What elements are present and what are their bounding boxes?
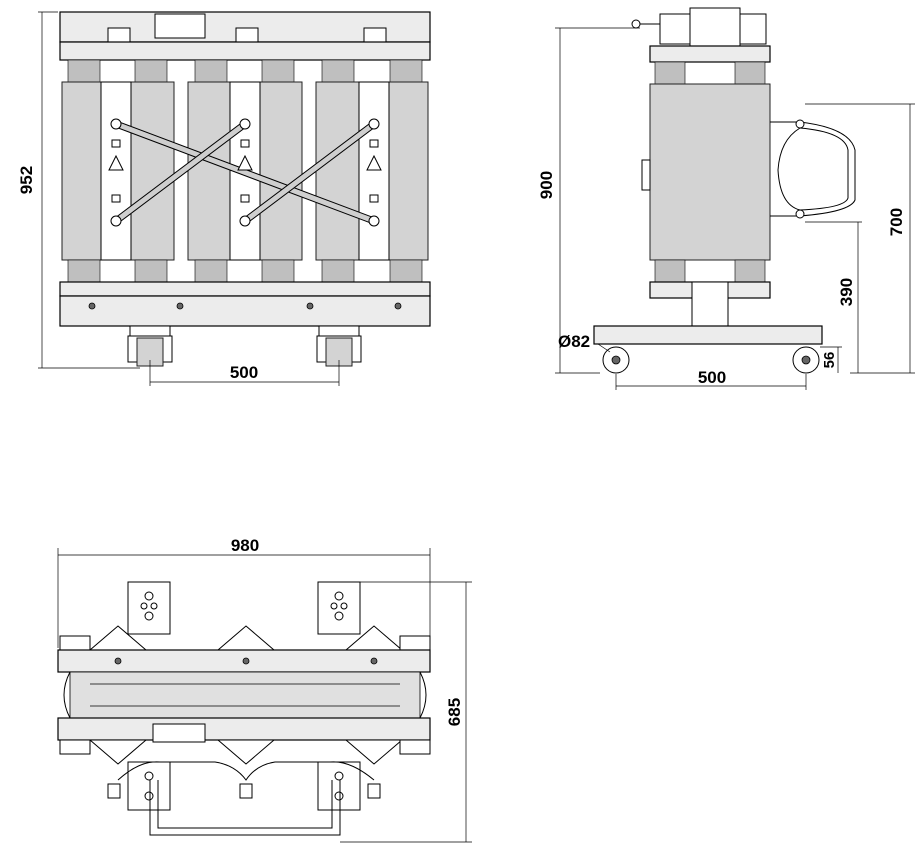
front-wheel-spacing-label: 500 bbox=[230, 363, 258, 382]
top-terminal-plate-right bbox=[317, 581, 361, 635]
side-handle-bottom-dimension: 390 bbox=[805, 221, 862, 373]
side-terminal-block bbox=[689, 7, 741, 49]
front-connection-bars bbox=[110, 118, 380, 227]
front-height-dimension: 952 bbox=[17, 11, 140, 369]
top-width-dimension: 980 bbox=[57, 536, 431, 648]
front-bottom-spacers bbox=[67, 259, 423, 283]
side-handle-top-dimension: 700 bbox=[805, 103, 915, 374]
front-bottom-frame bbox=[59, 295, 431, 327]
top-lower-plate-left bbox=[127, 761, 171, 811]
top-terminal-fittings bbox=[59, 625, 431, 651]
front-top-spacers bbox=[67, 59, 423, 83]
side-top-frame bbox=[649, 45, 771, 63]
side-handle bbox=[777, 127, 801, 211]
side-wheel-left bbox=[602, 346, 630, 374]
side-height-label: 900 bbox=[537, 171, 556, 199]
front-bottom-frame-upper bbox=[59, 281, 431, 297]
side-handle-bottom-label: 390 bbox=[837, 278, 856, 306]
top-width-label: 980 bbox=[231, 536, 259, 555]
front-top-frame-lower bbox=[59, 41, 431, 61]
front-nameplate bbox=[154, 13, 206, 39]
top-lower-fittings bbox=[59, 739, 431, 765]
top-depth-label: 685 bbox=[445, 698, 464, 726]
side-wheel-spacing-label: 500 bbox=[698, 368, 726, 387]
top-terminal-plate-left bbox=[127, 581, 171, 635]
side-handle-top-label: 700 bbox=[887, 208, 906, 236]
top-handle bbox=[149, 780, 341, 836]
side-wheel-right bbox=[792, 346, 820, 374]
side-wheel-spacing-dimension: 500 bbox=[615, 368, 807, 390]
top-lower-frame bbox=[57, 717, 431, 741]
side-height-dimension: 900 bbox=[537, 27, 640, 374]
side-coil-body bbox=[649, 83, 771, 261]
top-lower-plate-right bbox=[317, 761, 361, 811]
side-wheel-height-label: 56 bbox=[821, 352, 838, 369]
top-coil-band bbox=[69, 671, 421, 719]
top-nameplate bbox=[152, 723, 206, 743]
front-warning-triangle-icons bbox=[108, 139, 382, 203]
top-depth-dimension: 685 bbox=[340, 581, 472, 843]
side-view: 900 700 390 56 Ø82 500 bbox=[537, 7, 915, 390]
front-height-label: 952 bbox=[17, 166, 36, 194]
front-wheel-spacing-dimension: 500 bbox=[149, 360, 340, 386]
front-view: 952 500 bbox=[17, 11, 431, 386]
side-base-rail bbox=[593, 325, 823, 345]
front-wheel-left bbox=[127, 325, 173, 367]
front-core-strip-right bbox=[358, 81, 390, 261]
side-wheel-diameter-label: Ø82 bbox=[558, 332, 590, 351]
front-core-strip-left bbox=[100, 81, 132, 261]
side-wheel-height-dimension: 56 bbox=[820, 346, 842, 373]
top-view: 980 685 bbox=[57, 536, 472, 843]
